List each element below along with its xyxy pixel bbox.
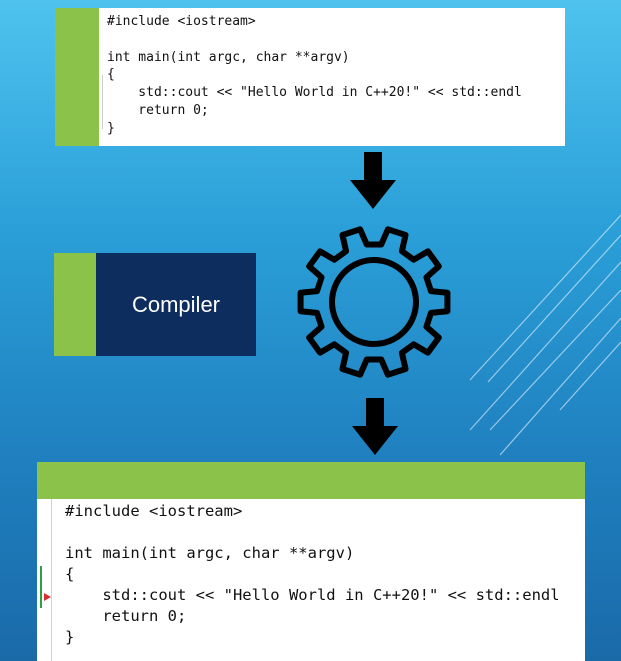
code-line-4: {: [107, 67, 115, 83]
editor-gutter: [55, 8, 99, 146]
source-code-panel: #include <iostream> int main(int argc, c…: [55, 8, 565, 146]
compiler-accent-bar: [54, 253, 96, 356]
code-line-7: }: [65, 628, 75, 646]
compiled-code-text: #include <iostream> int main(int argc, c…: [65, 501, 560, 648]
source-code-text: #include <iostream> int main(int argc, c…: [107, 13, 522, 138]
compiler-box: Compiler: [54, 253, 256, 356]
fold-guide: [102, 75, 103, 129]
code-line-3: int main(int argc, char **argv): [107, 49, 350, 65]
code-line-5: std::cout << "Hello World in C++20!" << …: [107, 85, 522, 101]
compiler-label: Compiler: [131, 291, 221, 317]
compiled-code-panel: #include <iostream> int main(int argc, c…: [37, 462, 585, 661]
code-line-6: return 0;: [107, 102, 209, 118]
code-line-1: #include <iostream>: [65, 502, 243, 520]
code-line-1: #include <iostream>: [107, 14, 256, 29]
editor-gutter: [37, 499, 52, 661]
code-line-7: }: [107, 120, 115, 136]
code-line-5: std::cout << "Hello World in C++20!" << …: [65, 586, 560, 604]
code-line-4: {: [65, 565, 75, 583]
change-marker: [40, 566, 42, 608]
gear-icon: [297, 226, 451, 378]
code-line-6: return 0;: [65, 607, 187, 625]
editor-title-bar: [37, 462, 585, 499]
breakpoint-arrow-icon: [44, 593, 51, 601]
down-arrow-icon: [350, 152, 396, 209]
down-arrow-icon: [352, 398, 398, 455]
code-line-3: int main(int argc, char **argv): [65, 544, 355, 562]
